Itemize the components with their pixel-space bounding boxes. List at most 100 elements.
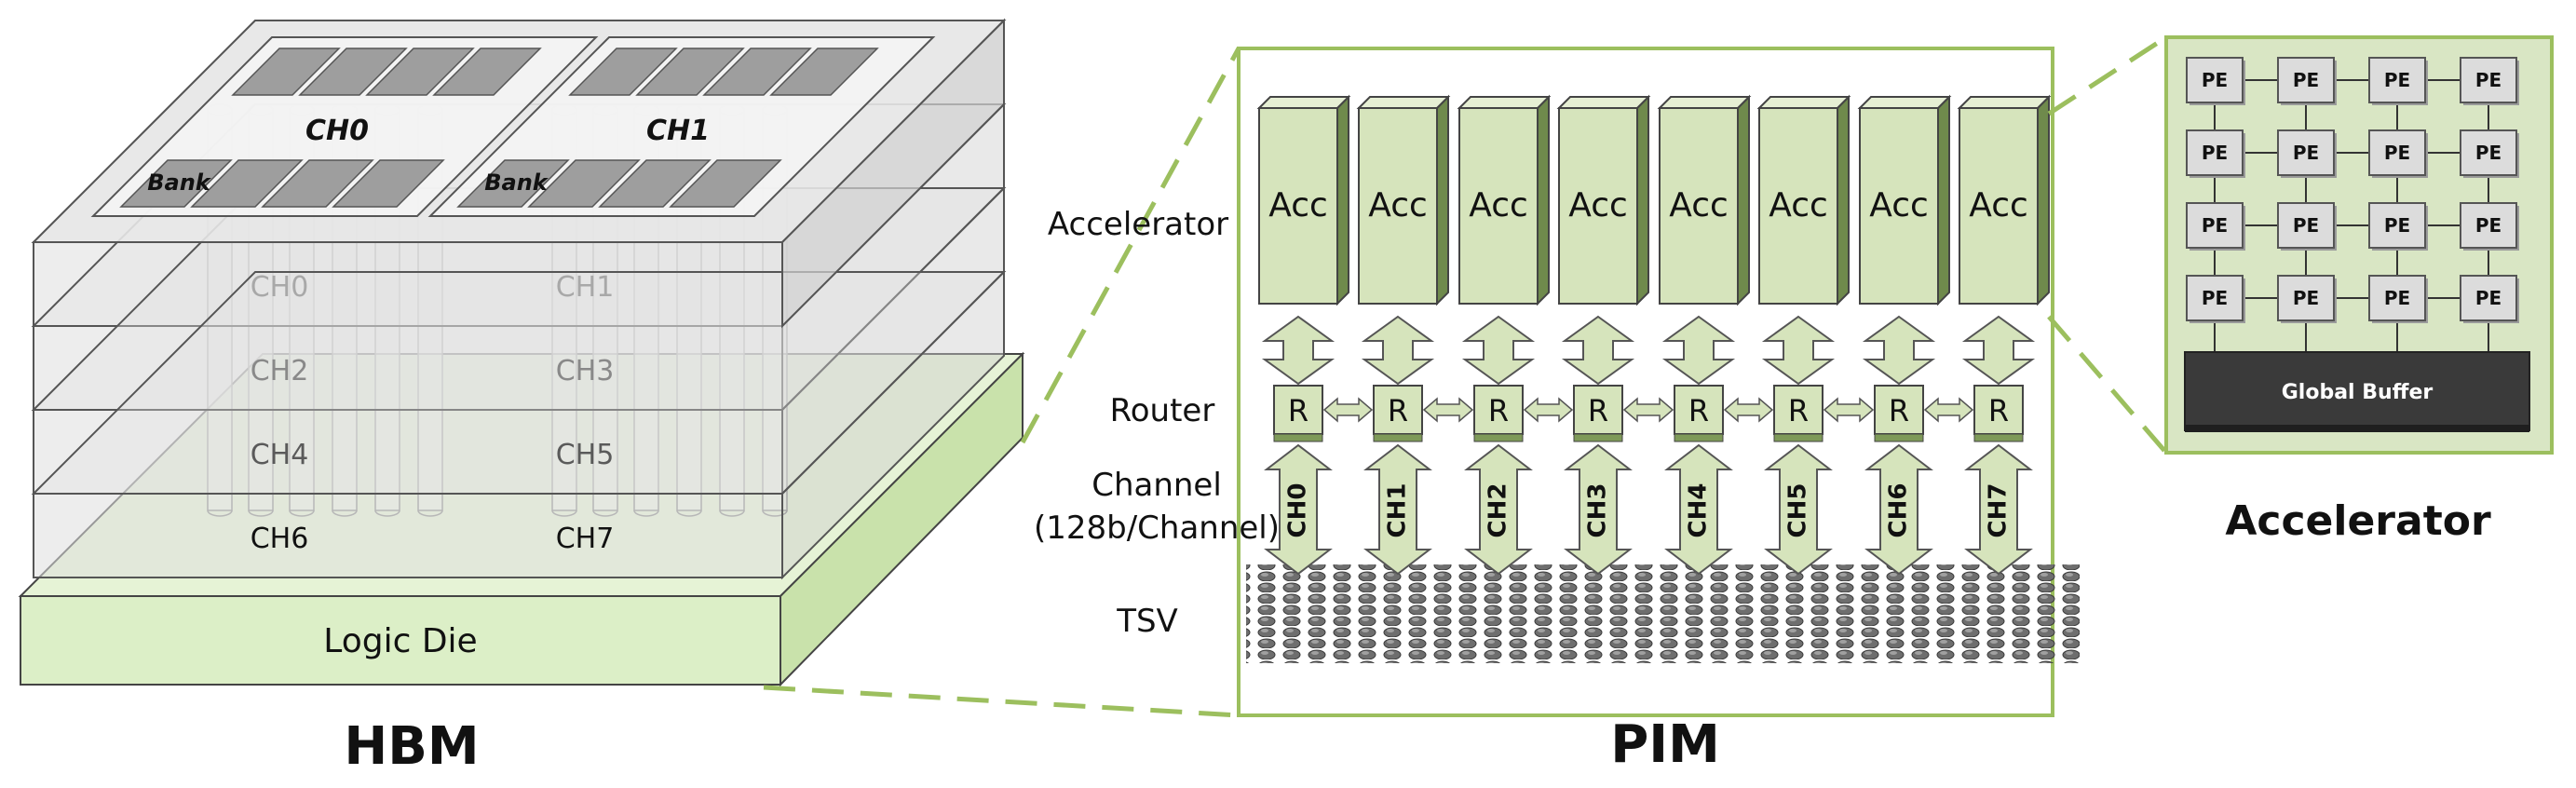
router-label: R (1688, 393, 1709, 428)
channel-arrow (1764, 443, 1833, 576)
layer-channel-label: CH0 (251, 271, 309, 304)
channel-label: CH1 (1384, 483, 1412, 538)
acc-router-arrow (1661, 315, 1736, 386)
global-buffer (2184, 351, 2530, 431)
pe-cell (2368, 57, 2426, 103)
acc-label: Acc (1969, 186, 2028, 224)
pe-label: PE (2475, 69, 2501, 91)
channel-label: CH2 (1485, 483, 1512, 538)
channel-label: CH4 (1685, 483, 1713, 538)
pe-cell (2186, 57, 2244, 103)
dram-bank (365, 48, 475, 96)
acc-router-arrow (1761, 315, 1836, 386)
router-box (1373, 385, 1423, 435)
router-label: R (1788, 393, 1809, 428)
router-box (1674, 385, 1724, 435)
pe-label: PE (2475, 142, 2501, 164)
dram-bank (298, 48, 408, 96)
pe-label: PE (2293, 142, 2319, 164)
pim-tsv-field (1246, 564, 2080, 663)
router-box (1973, 385, 2024, 435)
pim-accelerator-block (1558, 107, 1638, 305)
router-label: R (1288, 393, 1308, 428)
pe-cell (2460, 275, 2517, 321)
pe-cell (2460, 202, 2517, 249)
row-label-router: Router (1110, 392, 1215, 429)
pim-accelerator-block (1758, 107, 1838, 305)
acc-router-arrow (1961, 315, 2036, 386)
router-box (1473, 385, 1524, 435)
router-label: R (1889, 393, 1909, 428)
pim-accelerator-block (1258, 107, 1338, 305)
pe-cell (2186, 202, 2244, 249)
pe-label: PE (2384, 287, 2410, 309)
layer-channel-label: CH6 (251, 523, 309, 555)
channel-arrow (1964, 443, 2033, 576)
router-box (1773, 385, 1824, 435)
channel-label: CH5 (1784, 483, 1812, 538)
router-box (1573, 385, 1623, 435)
acc-label: Acc (1669, 186, 1729, 224)
layer-channel-label: CH7 (556, 523, 615, 555)
hbm-top-die: CH0 CH1 Bank Bank (31, 18, 1007, 329)
zoom-lines-hbm-pim (763, 47, 1241, 718)
acc-label: Acc (1469, 186, 1528, 224)
pe-cell (2368, 202, 2426, 249)
accelerator-caption: Accelerator (2225, 497, 2491, 545)
acc-label: Acc (1268, 186, 1328, 224)
zoom-lines-pim-acc (2047, 34, 2168, 455)
router-label: R (1988, 393, 2009, 428)
channel-arrow (1864, 443, 1933, 576)
acc-label: Acc (1869, 186, 1929, 224)
dram-bank (669, 159, 782, 208)
top-ch1-label: CH1 (646, 115, 710, 147)
top-ch0-bank-label: Bank (147, 170, 212, 196)
acc-label: Acc (1568, 186, 1628, 224)
pe-cell (2277, 202, 2335, 249)
router-box (1874, 385, 1924, 435)
pe-label: PE (2293, 214, 2319, 237)
channel-label: CH7 (1985, 483, 2013, 538)
pim-panel: Accelerator Router Channel (128b/Channel… (1034, 47, 2080, 775)
pe-label: PE (2384, 69, 2410, 91)
acc-router-arrow (1862, 315, 1936, 386)
router-label: R (1588, 393, 1608, 428)
channel-arrow (1664, 443, 1733, 576)
pe-cell (2460, 57, 2517, 103)
pe-label: PE (2293, 69, 2319, 91)
layer-channel-label: CH1 (556, 271, 615, 304)
acc-router-arrow (1261, 315, 1335, 386)
row-label-channel: Channel (1091, 467, 1222, 504)
dram-bank (456, 159, 570, 208)
dram-bank (527, 159, 641, 208)
router-link (1422, 397, 1474, 423)
pe-cell (2368, 129, 2426, 176)
router-link (1523, 397, 1574, 423)
dram-bank (598, 159, 712, 208)
router-link (1923, 397, 1974, 423)
acc-label: Acc (1368, 186, 1428, 224)
pe-label: PE (2202, 142, 2228, 164)
channel-label: CH6 (1885, 483, 1913, 538)
pe-cell (2186, 275, 2244, 321)
dram-bank (332, 159, 445, 208)
global-buffer-label: Global Buffer (2282, 381, 2434, 404)
layer-channel-label: CH3 (556, 355, 615, 387)
channel-arrow (1564, 443, 1633, 576)
pe-cell (2277, 129, 2335, 176)
layer-channel-label: CH2 (251, 355, 309, 387)
pim-caption: PIM (1610, 714, 1720, 775)
dram-bank (432, 48, 542, 96)
pe-label: PE (2202, 69, 2228, 91)
dram-bank (635, 48, 745, 96)
pim-accelerator-block (1959, 107, 2039, 305)
router-link (1622, 397, 1674, 423)
dram-bank (261, 159, 374, 208)
pe-cell (2368, 275, 2426, 321)
pe-label: PE (2202, 214, 2228, 237)
